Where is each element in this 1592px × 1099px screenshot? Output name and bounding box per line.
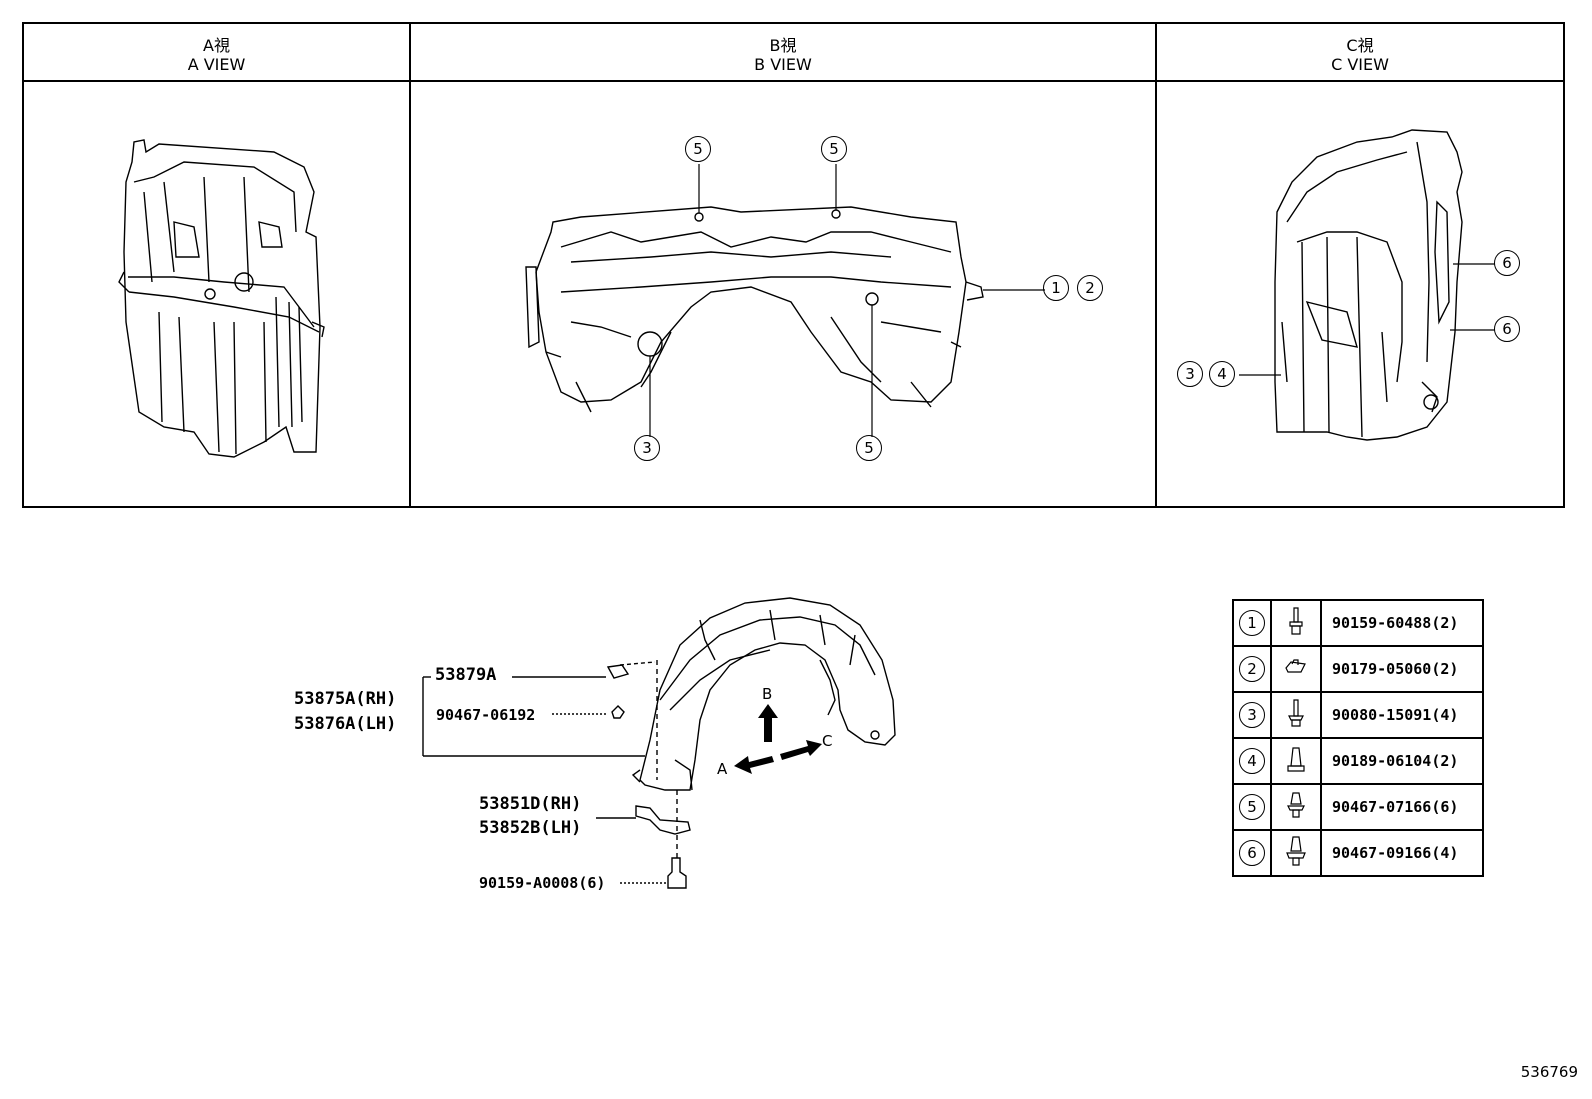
legend-row: 5 90467-07166(6) [1232,783,1484,831]
c-view-title-jp: C視 [1346,36,1374,55]
view-arrow-a-label: A [717,760,728,778]
a-view-drawing [118,139,325,458]
screw-icon [1270,691,1322,739]
legend-callout-number: 5 [1239,794,1265,820]
legend-part-number: 90189-06104(2) [1320,737,1484,785]
legend-callout-number: 4 [1239,748,1265,774]
part-label-53851d: 53851D(RH) [479,794,582,814]
c-view-panel: C視 C VIEW [1155,22,1565,508]
part-label-53876a: 53876A(LH) [294,714,397,734]
b-view-title-en: B VIEW [754,55,812,74]
part-label-53879a: 53879A [435,665,497,685]
c-callout-6-bottom: 6 [1494,316,1520,342]
legend-callout-number: 1 [1239,610,1265,636]
legend-num-cell: 6 [1232,829,1272,877]
legend-part-number: 90179-05060(2) [1320,645,1484,693]
grommet-icon [1270,737,1322,785]
legend-part-number: 90467-09166(4) [1320,829,1484,877]
legend-part-number: 90467-07166(6) [1320,783,1484,831]
legend-row: 2 90179-05060(2) [1232,645,1484,693]
view-arrow-b-label: B [762,685,773,703]
diagram-id: 536769 [1520,1063,1578,1081]
c-view-drawing-area [1157,82,1563,506]
legend-part-number: 90159-60488(2) [1320,599,1484,647]
c-callout-4: 4 [1209,361,1235,387]
a-view-header: A視 A VIEW [24,24,409,82]
b-view-drawing-area [411,82,1155,506]
b-view-drawing [525,164,1045,437]
legend-part-number: 90080-15091(4) [1320,691,1484,739]
part-label-53875a: 53875A(RH) [294,689,397,709]
b-view-panel: B視 B VIEW [409,22,1157,508]
view-arrow-c-label: C [822,732,833,750]
legend-callout-number: 2 [1239,656,1265,682]
a-view-title-en: A VIEW [187,55,246,74]
b-view-header: B視 B VIEW [411,24,1155,82]
b-callout-2: 2 [1077,275,1103,301]
b-callout-3-bottom: 3 [634,435,660,461]
legend-num-cell: 2 [1232,645,1272,693]
part-label-90467-06192: 90467-06192 [436,706,536,724]
c-view-header: C視 C VIEW [1157,24,1563,82]
legend-num-cell: 1 [1232,599,1272,647]
c-view-drawing [1239,129,1495,441]
legend-num-cell: 3 [1232,691,1272,739]
c-callout-6-top: 6 [1494,250,1520,276]
b-callout-5-top-right: 5 [821,136,847,162]
legend-callout-number: 3 [1239,702,1265,728]
a-view-panel: A視 A VIEW [22,22,411,508]
legend-row: 4 90189-06104(2) [1232,737,1484,785]
b-view-title-jp: B視 [769,36,797,55]
clip-nut-icon [1270,645,1322,693]
legend-num-cell: 4 [1232,737,1272,785]
c-callout-3: 3 [1177,361,1203,387]
push-clip-icon [1270,783,1322,831]
part-label-53852b: 53852B(LH) [479,818,582,838]
c-view-title-en: C VIEW [1331,55,1389,74]
bolt-icon [1270,599,1322,647]
b-callout-5-top-left: 5 [685,136,711,162]
a-view-title-jp: A視 [203,36,230,55]
legend-num-cell: 5 [1232,783,1272,831]
legend-row: 6 90467-09166(4) [1232,829,1484,877]
a-view-drawing-area [24,82,409,506]
fastener-legend-table: 1 90159-60488(2) 2 90179-05060(2) 3 90080-150… [1232,599,1484,877]
b-callout-5-bottom: 5 [856,435,882,461]
part-label-90159-a0008: 90159-A0008(6) [479,874,606,892]
legend-row: 3 90080-15091(4) [1232,691,1484,739]
b-callout-1: 1 [1043,275,1069,301]
legend-row: 1 90159-60488(2) [1232,599,1484,647]
legend-callout-number: 6 [1239,840,1265,866]
push-clip-large-icon [1270,829,1322,877]
